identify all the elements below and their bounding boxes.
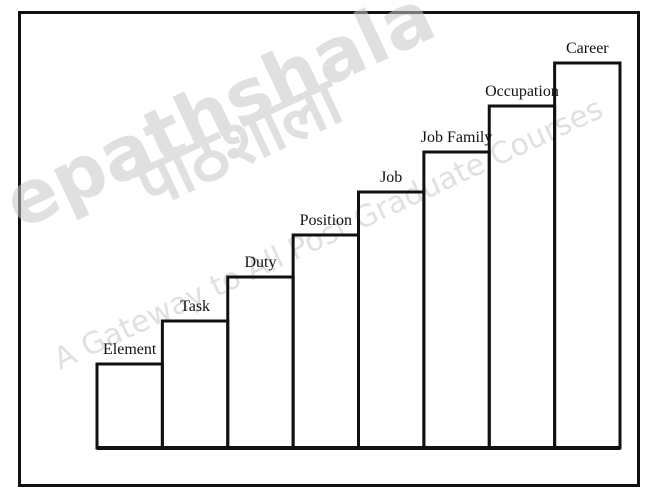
step-duty <box>226 275 295 450</box>
steps-group: Element Task Duty Position Job Job Family Occu… <box>95 40 622 450</box>
step-task <box>160 319 230 450</box>
step-label-task: Task <box>180 298 210 315</box>
step-label-job-family: Job Family <box>421 129 493 146</box>
step-label-career: Career <box>566 40 609 57</box>
step-element <box>95 362 164 450</box>
diagram-frame <box>18 11 640 487</box>
step-label-duty: Duty <box>244 254 276 271</box>
step-label-job: Job <box>380 169 402 186</box>
watermark: epathshala पाठशाला A Gateway to All Post… <box>0 0 608 377</box>
step-label-occupation: Occupation <box>485 83 559 100</box>
step-label-position: Position <box>300 212 352 229</box>
step-label-element: Element <box>103 341 157 358</box>
step-position <box>291 233 360 450</box>
